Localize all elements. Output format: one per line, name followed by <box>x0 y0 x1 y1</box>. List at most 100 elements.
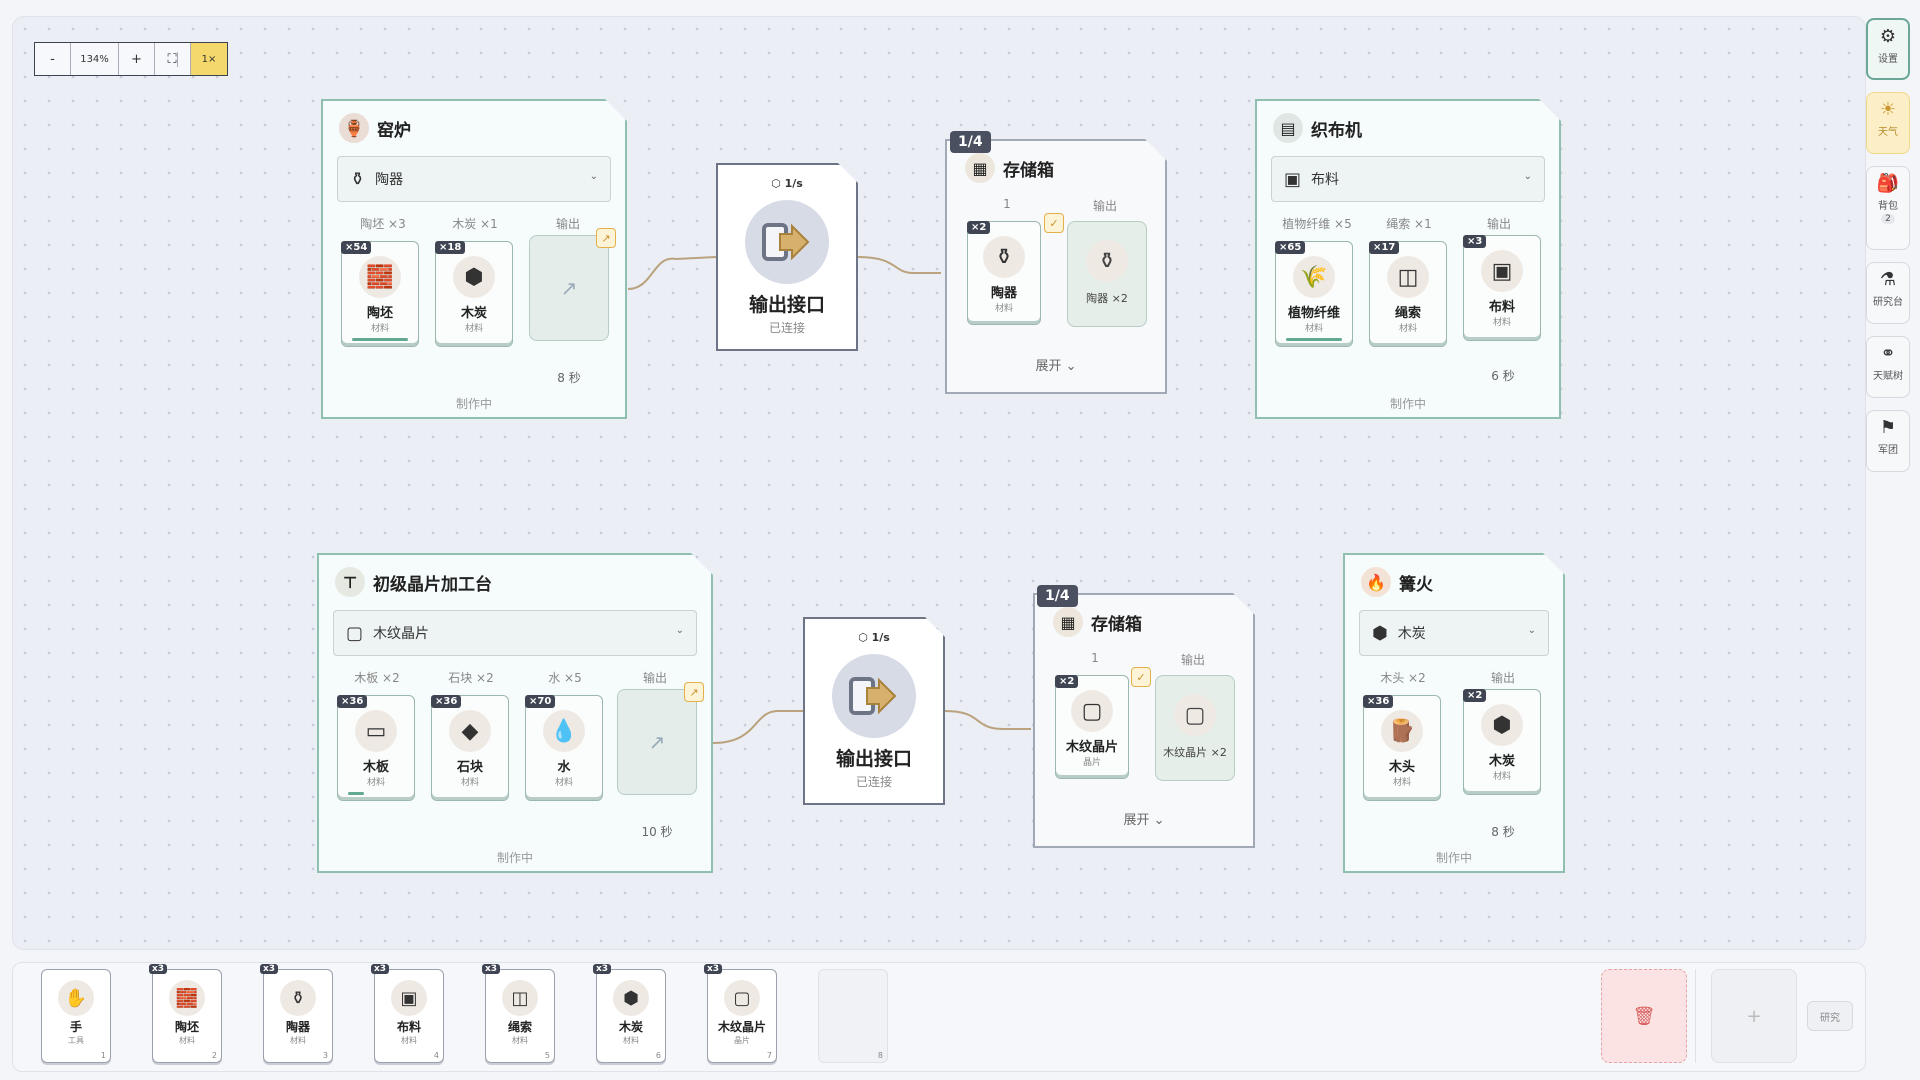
factory-canvas[interactable]: - 134% + ⛶ 1× 🏺窑炉 ⚱陶器⌄ 陶坯 ×3 木炭 ×1 输出 ×5… <box>12 16 1866 950</box>
recipe-select[interactable]: ▢木纹晶片⌄ <box>333 610 697 656</box>
chevron-down-icon: ⌄ <box>675 625 684 636</box>
speed-button[interactable]: 1× <box>191 43 227 75</box>
fire-icon: 🔥 <box>1361 567 1391 597</box>
weather-button[interactable]: ☀天气 <box>1866 92 1910 154</box>
research-bench-button[interactable]: ⚗研究台 <box>1866 262 1910 324</box>
chevron-down-icon: ⌄ <box>1523 171 1532 182</box>
crate-icon: ▦ <box>965 153 995 183</box>
charcoal-icon: ⬢ <box>1372 622 1388 644</box>
research-button[interactable]: 研究 <box>1807 1001 1853 1031</box>
add-slot-button[interactable]: + <box>1711 969 1797 1063</box>
stone-icon: ◆ <box>449 710 491 752</box>
input-slot[interactable]: ×36🪵木头材料 <box>1363 695 1441 801</box>
loom-icon: ▤ <box>1273 113 1303 143</box>
storage-output[interactable]: ⚱陶器 ×2 <box>1067 221 1147 327</box>
storage-output[interactable]: ▢木纹晶片 ×2 <box>1155 675 1235 781</box>
wire-port2-storage2 <box>944 710 1031 730</box>
machine-title: 窑炉 <box>377 120 411 141</box>
talent-tree-button[interactable]: ⚭天赋树 <box>1866 336 1910 398</box>
trash-icon: 🗑 <box>1632 1005 1656 1027</box>
flask-icon: ⚗ <box>1879 269 1897 290</box>
output-slot[interactable]: ↗↗ <box>529 235 609 341</box>
check-icon[interactable]: ✓ <box>1044 213 1064 233</box>
zoom-out-button[interactable]: - <box>35 43 71 75</box>
charcoal-icon: ⬢ <box>1481 704 1523 746</box>
storage-box[interactable]: ▦存储箱 1 输出 ×2▢木纹晶片晶片 ▢木纹晶片 ×2 展开 ⌄ <box>1033 593 1255 848</box>
storage-slot[interactable]: ×2⚱陶器材料 <box>967 221 1041 325</box>
zoom-in-button[interactable]: + <box>119 43 155 75</box>
progress-bar <box>331 873 699 877</box>
workbench-icon: ⊤ <box>335 567 365 597</box>
wire-port1-storage1 <box>857 256 941 274</box>
input-slot[interactable]: ×18⬢木炭材料 <box>435 241 513 347</box>
chevron-down-icon: ⌄ <box>1527 625 1536 636</box>
pottery-icon: ⚱ <box>350 168 366 190</box>
box-icon: ⬡ <box>771 177 785 190</box>
export-icon <box>745 200 829 284</box>
expand-toggle[interactable]: 展开 ⌄ <box>1035 359 1077 374</box>
kiln-machine[interactable]: 🏺窑炉 ⚱陶器⌄ 陶坯 ×3 木炭 ×1 输出 ×54🧱陶坯材料 ×18⬢木炭材… <box>321 99 627 419</box>
loom-machine[interactable]: ▤织布机 ▣布料⌄ 植物纤维 ×5 绳索 ×1 输出 ×65🌾植物纤维材料 ×1… <box>1255 99 1561 419</box>
rope-icon: ◫ <box>502 980 538 1016</box>
plank-icon: ▭ <box>355 710 397 752</box>
rope-icon: ◫ <box>1387 256 1429 298</box>
progress-bar <box>335 419 613 423</box>
recipe-select[interactable]: ⬢木炭⌄ <box>1359 610 1549 656</box>
arrow-icon: ↗ <box>560 276 578 300</box>
backpack-icon: 🎒 <box>1876 173 1900 194</box>
gear-icon: ⚙ <box>1879 26 1897 47</box>
crystal-workbench[interactable]: ⊤初级晶片加工台 ▢木纹晶片⌄ 木板 ×2 石块 ×2 水 ×5 输出 ×36▭… <box>317 553 713 873</box>
output-port[interactable]: ⬡ 1/s 输出接口 已连接 <box>716 163 858 351</box>
water-drop-icon: 💧 <box>543 710 585 752</box>
recipe-select[interactable]: ⚱陶器⌄ <box>337 156 611 202</box>
fit-view-button[interactable]: ⛶ <box>155 43 191 75</box>
legion-button[interactable]: ⚑军团 <box>1866 410 1910 472</box>
input-slot[interactable]: ×36◆石块材料 <box>431 695 509 801</box>
expand-icon[interactable]: ↗ <box>596 228 616 248</box>
arrow-icon: ↗ <box>648 730 666 754</box>
flag-icon: ⚑ <box>1879 417 1897 438</box>
output-port[interactable]: ⬡ 1/s 输出接口 已连接 <box>803 617 945 805</box>
fiber-icon: 🌾 <box>1293 256 1335 298</box>
output-slot[interactable]: ×3▣布料材料 <box>1463 235 1541 341</box>
plus-icon: + <box>1746 1005 1762 1027</box>
output-slot[interactable]: ↗↗ <box>617 689 697 795</box>
recipe-select[interactable]: ▣布料⌄ <box>1271 156 1545 202</box>
box-icon: ⬡ <box>858 631 872 644</box>
storage-slot[interactable]: ×2▢木纹晶片晶片 <box>1055 675 1129 779</box>
crystal-chip-icon: ▢ <box>346 622 364 644</box>
charcoal-icon: ⬢ <box>613 980 649 1016</box>
expand-toggle[interactable]: 展开 ⌄ <box>1123 813 1165 828</box>
storage-capacity-badge: 1/4 <box>950 131 991 153</box>
sun-icon: ☀ <box>1879 99 1897 120</box>
output-slot[interactable]: ×2⬢木炭材料 <box>1463 689 1541 795</box>
trash-button[interactable]: 🗑 <box>1601 969 1687 1063</box>
input-slot[interactable]: ×36▭木板材料 <box>337 695 415 801</box>
storage-box[interactable]: ▦存储箱 1 输出 ×2⚱陶器材料 ⚱陶器 ×2 展开 ⌄ <box>945 139 1167 394</box>
hotbar-slot-empty[interactable]: 8 <box>818 969 888 1063</box>
input-slot[interactable]: ×17◫绳索材料 <box>1369 241 1447 347</box>
check-icon[interactable]: ✓ <box>1131 667 1151 687</box>
expand-icon[interactable]: ↗ <box>684 682 704 702</box>
crystal-chip-icon: ▢ <box>1174 694 1216 736</box>
charcoal-icon: ⬢ <box>453 256 495 298</box>
crate-icon: ▦ <box>1053 607 1083 637</box>
bonfire-machine[interactable]: 🔥篝火 ⬢木炭⌄ 木头 ×2 输出 ×36🪵木头材料 ×2⬢木炭材料 8 秒 制… <box>1343 553 1565 873</box>
pottery-icon: ⚱ <box>1086 240 1128 282</box>
input-slot[interactable]: ×54🧱陶坯材料 <box>341 241 419 347</box>
input-slot[interactable]: ×70💧水材料 <box>525 695 603 801</box>
kiln-icon: 🏺 <box>339 113 369 143</box>
pottery-icon: ⚱ <box>280 980 316 1016</box>
crystal-chip-icon: ▢ <box>1071 690 1113 732</box>
settings-button[interactable]: ⚙设置 <box>1866 18 1910 80</box>
input-slot[interactable]: ×65🌾植物纤维材料 <box>1275 241 1353 347</box>
